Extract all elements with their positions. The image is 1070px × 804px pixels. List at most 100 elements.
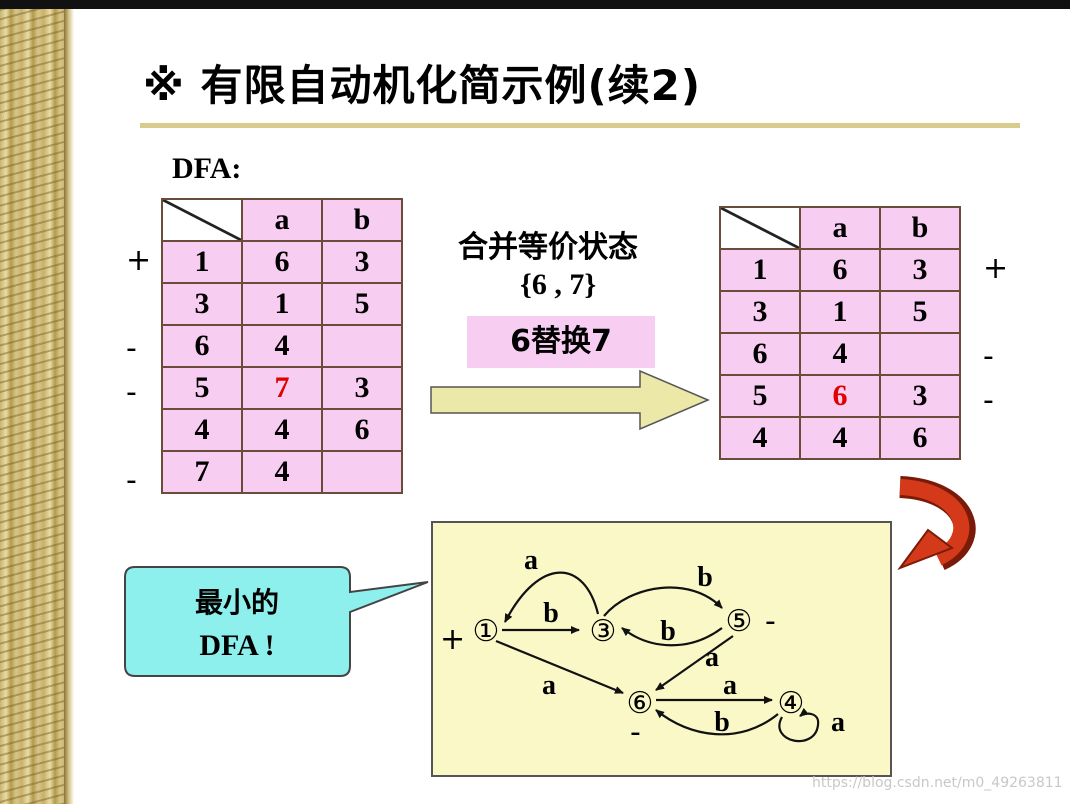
- state-4: ④: [778, 686, 805, 721]
- title-underline: [140, 123, 1020, 128]
- header-b: b: [321, 198, 403, 242]
- accept-start-mark: -: [983, 383, 994, 418]
- transition-b-cell: 3: [879, 248, 961, 292]
- replace-note: 6替换7: [467, 316, 655, 368]
- table-corner: [719, 206, 801, 250]
- start-mark: +: [440, 622, 465, 657]
- decorative-sidebar: [0, 9, 70, 804]
- transition-a-cell: 4: [241, 324, 323, 368]
- edge-3-to-1: [504, 571, 600, 623]
- transition-b-cell: [321, 324, 403, 368]
- transition-a-cell: 1: [241, 282, 323, 326]
- label-3-to-1: a: [524, 545, 538, 576]
- header-a: a: [241, 198, 323, 242]
- state-3: ③: [590, 614, 617, 649]
- state-6: ⑥: [627, 686, 654, 721]
- accept-start-mark: -: [126, 375, 137, 410]
- label-5-to-3: b: [660, 616, 676, 647]
- transition-b-cell: [879, 332, 961, 376]
- watermark: https://blog.csdn.net/m0_49263811: [812, 775, 1063, 791]
- callout-line1: 最小的: [195, 586, 279, 619]
- transition-a-cell: 4: [241, 408, 323, 452]
- final-mark-6: -: [630, 715, 641, 750]
- label-4-loop: a: [831, 707, 845, 738]
- transform-arrow: [430, 369, 710, 431]
- state-5: ⑤: [726, 604, 753, 639]
- header-a: a: [799, 206, 881, 250]
- edge-3-to-5: [603, 586, 723, 617]
- transition-a-cell: 7: [241, 366, 323, 410]
- label-5-to-6: a: [705, 642, 719, 673]
- transition-b-cell: 5: [321, 282, 403, 326]
- label-3-to-5: b: [697, 562, 713, 593]
- label-6-to-4: a: [723, 670, 737, 701]
- accept-start-mark: -: [126, 331, 137, 366]
- state-1: ①: [473, 614, 500, 649]
- accept-start-mark: +: [126, 243, 152, 278]
- transition-a-cell: 4: [799, 416, 881, 460]
- state-cell: 4: [719, 416, 801, 460]
- edge-5-to-3: [621, 627, 723, 647]
- label-4-to-6: b: [714, 707, 730, 738]
- table-header-row: a b: [719, 206, 961, 250]
- state-cell: 6: [719, 332, 801, 376]
- state-cell: 5: [161, 366, 243, 410]
- accept-start-mark: +: [983, 251, 1009, 286]
- label-1-to-3: b: [543, 598, 559, 629]
- edge-5-to-6: [655, 635, 734, 691]
- transition-a-cell: 6: [241, 240, 323, 284]
- state-cell: 4: [161, 408, 243, 452]
- state-cell: 1: [719, 248, 801, 292]
- table-corner: [161, 198, 243, 242]
- transition-b-cell: 3: [879, 374, 961, 418]
- header-b: b: [879, 206, 961, 250]
- transition-a-cell: 4: [799, 332, 881, 376]
- transition-b-cell: 6: [321, 408, 403, 452]
- state-cell: 3: [161, 282, 243, 326]
- transition-a-cell: 6: [799, 374, 881, 418]
- equivalent-set: {6 , 7}: [520, 268, 597, 301]
- transition-a-cell: 4: [241, 450, 323, 494]
- accept-start-mark: -: [983, 339, 994, 374]
- transition-b-cell: 5: [879, 290, 961, 334]
- transition-b-cell: 3: [321, 240, 403, 284]
- dfa-label: DFA:: [172, 152, 242, 185]
- state-cell: 3: [719, 290, 801, 334]
- edge-1-to-6: [495, 639, 624, 695]
- callout-line2: DFA !: [199, 629, 274, 662]
- transition-b-cell: [321, 450, 403, 494]
- state-cell: 1: [161, 240, 243, 284]
- state-cell: 7: [161, 450, 243, 494]
- transition-a-cell: 6: [799, 248, 881, 292]
- curved-down-arrow-icon: [897, 476, 976, 571]
- state-cell: 6: [161, 324, 243, 368]
- transition-a-cell: 1: [799, 290, 881, 334]
- label-1-to-6: a: [542, 670, 556, 701]
- top-bar: [0, 0, 1070, 9]
- accept-start-mark: -: [126, 463, 137, 498]
- edge-4-to-6: [655, 709, 779, 736]
- state-cell: 5: [719, 374, 801, 418]
- sidebar-edge: [64, 9, 74, 804]
- transition-b-cell: 3: [321, 366, 403, 410]
- table-header-row: a b: [161, 198, 403, 242]
- slide-title: ※ 有限自动机化简示例(续2): [143, 61, 702, 110]
- edge-4-loop: [778, 707, 820, 743]
- transition-b-cell: 6: [879, 416, 961, 460]
- final-mark-5: -: [765, 604, 776, 639]
- callout-bubble: [124, 566, 429, 677]
